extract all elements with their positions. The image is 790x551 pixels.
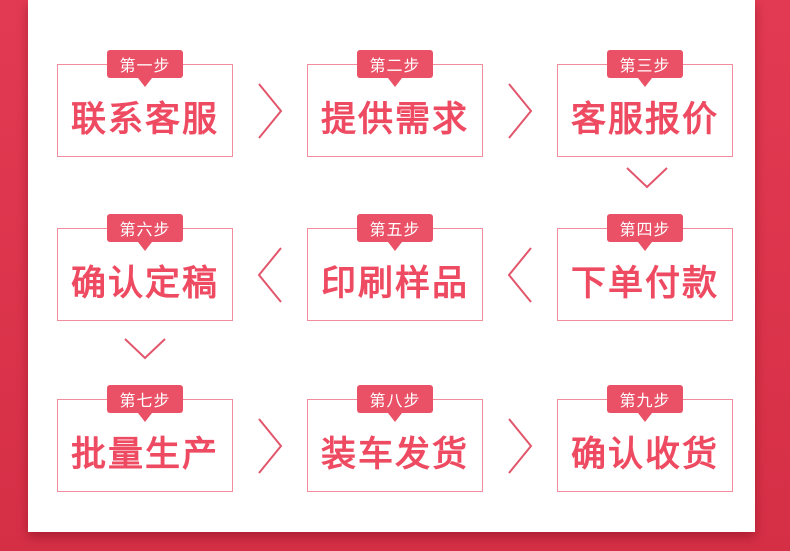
step-box-1: 第一步 联系客服 [57, 50, 233, 157]
flow-row-1: 第一步 联系客服 第二步 提供需求 第三步 客服报价 [57, 50, 733, 157]
flow-panel: 第一步 联系客服 第二步 提供需求 第三步 客服报价 第六步 确认定稿 第五步 … [28, 0, 755, 532]
flow-row-2: 第六步 确认定稿 第五步 印刷样品 第四步 下单付款 [57, 214, 733, 321]
step-box-4: 第四步 下单付款 [557, 214, 733, 321]
left-chevron-icon [257, 246, 282, 303]
step-badge-label-4: 第四步 [619, 222, 671, 239]
left-chevron-icon [507, 246, 532, 303]
down-chevron-icon [124, 338, 166, 360]
step-label-1: 联系客服 [70, 100, 219, 139]
step-badge-label-7: 第七步 [119, 393, 171, 410]
step-badge-5: 第五步 [357, 214, 433, 242]
step-badge-label-3: 第三步 [619, 58, 671, 75]
step-box-9: 第九步 确认收货 [557, 385, 733, 492]
right-chevron-icon [508, 82, 533, 139]
step-badge-label-2: 第二步 [369, 58, 421, 75]
step-label-6: 确认定稿 [70, 264, 219, 303]
step-box-2: 第二步 提供需求 [307, 50, 483, 157]
step-box-3: 第三步 客服报价 [557, 50, 733, 157]
step-badge-label-1: 第一步 [119, 58, 171, 75]
step-badge-label-6: 第六步 [119, 222, 171, 239]
step-badge-7: 第七步 [107, 385, 183, 413]
step-badge-1: 第一步 [107, 50, 183, 78]
step-badge-label-8: 第八步 [369, 393, 421, 410]
step-box-8: 第八步 装车发货 [307, 385, 483, 492]
step-badge-8: 第八步 [357, 385, 433, 413]
right-chevron-icon [508, 417, 533, 474]
flow-row-3: 第七步 批量生产 第八步 装车发货 第九步 确认收货 [57, 385, 733, 492]
step-label-7: 批量生产 [70, 435, 219, 474]
step-box-5: 第五步 印刷样品 [307, 214, 483, 321]
step-badge-4: 第四步 [607, 214, 683, 242]
right-chevron-icon [258, 82, 283, 139]
step-badge-3: 第三步 [607, 50, 683, 78]
step-box-7: 第七步 批量生产 [57, 385, 233, 492]
step-badge-2: 第二步 [357, 50, 433, 78]
step-label-2: 提供需求 [320, 100, 469, 139]
step-badge-label-9: 第九步 [619, 393, 671, 410]
step-box-6: 第六步 确认定稿 [57, 214, 233, 321]
step-badge-9: 第九步 [607, 385, 683, 413]
down-chevron-icon [626, 167, 668, 189]
step-label-5: 印刷样品 [320, 264, 469, 303]
step-badge-6: 第六步 [107, 214, 183, 242]
step-label-4: 下单付款 [570, 264, 719, 303]
step-label-9: 确认收货 [570, 435, 719, 474]
step-label-3: 客服报价 [570, 100, 719, 139]
right-chevron-icon [258, 417, 283, 474]
step-label-8: 装车发货 [320, 435, 469, 474]
step-badge-label-5: 第五步 [369, 222, 421, 239]
